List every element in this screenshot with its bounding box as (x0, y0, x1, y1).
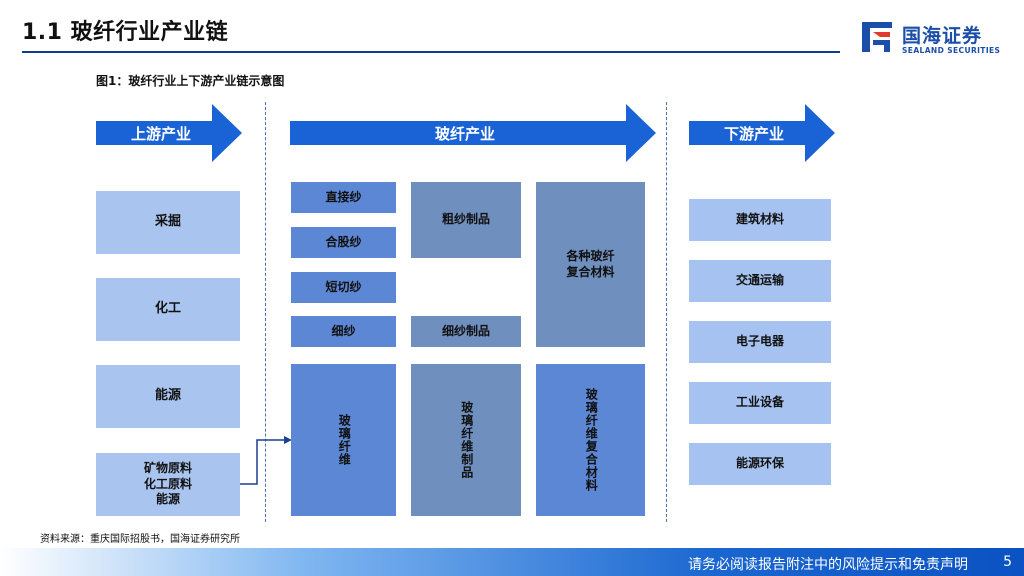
composite-materials-box: 各种玻纤 复合材料 (536, 182, 645, 347)
company-logo: 国海证券 SEALAND SECURITIES (860, 20, 1010, 60)
glass-fiber-box: 玻璃纤维 (291, 364, 396, 516)
title-divider (22, 51, 840, 53)
glass-fiber-composite-box: 玻璃纤维复合材料 (536, 364, 645, 516)
midstream-label: 玻纤产业 (434, 124, 495, 143)
arrow-shape-icon (689, 104, 835, 162)
footer-bar: 请务必阅读报告附注中的风险提示和免责声明 5 (0, 548, 1024, 576)
downstream-item-transport: 交通运输 (689, 260, 831, 302)
roving-products: 粗纱制品 (411, 182, 521, 258)
figure-caption: 图1：玻纤行业上下游产业链示意图 (96, 74, 285, 88)
logo-english-name: SEALAND SECURITIES (902, 46, 1001, 55)
yarn-chopped: 短切纱 (291, 272, 396, 303)
upstream-arrow: 上游产业 (96, 104, 242, 162)
upstream-item-mining: 采掘 (96, 191, 240, 254)
sealand-logo-icon (862, 22, 892, 52)
page-title: 1.1 玻纤行业产业链 (22, 20, 229, 45)
glass-fiber-composite-label: 玻璃纤维复合材料 (584, 388, 599, 492)
upstream-label: 上游产业 (130, 124, 191, 143)
separator-left (265, 102, 266, 522)
glass-fiber-products-box: 玻璃纤维制品 (411, 364, 521, 516)
upstream-item-raw-materials: 矿物原料 化工原料 能源 (96, 453, 240, 516)
page-number: 5 (1003, 554, 1012, 570)
logo-chinese-name: 国海证券 (902, 25, 983, 47)
glass-fiber-label: 玻璃纤维 (337, 414, 352, 466)
disclaimer-link[interactable]: 请务必阅读报告附注中的风险提示和免责声明 (688, 557, 968, 573)
separator-right (666, 102, 667, 522)
downstream-arrow: 下游产业 (689, 104, 835, 162)
yarn-plied: 合股纱 (291, 227, 396, 258)
fine-yarn-products: 细纱制品 (411, 316, 521, 347)
arrow-shape-icon (290, 104, 656, 162)
arrow-shape-icon (96, 104, 242, 162)
midstream-arrow: 玻纤产业 (290, 104, 656, 162)
connector-arrow-icon (240, 436, 292, 485)
source-note: 资料来源：重庆国际招股书，国海证券研究所 (40, 534, 240, 545)
downstream-label: 下游产业 (723, 124, 784, 143)
upstream-item-chemical: 化工 (96, 278, 240, 341)
yarn-direct-roving: 直接纱 (291, 182, 396, 213)
yarn-fine: 细纱 (291, 316, 396, 347)
glass-fiber-products-label: 玻璃纤维制品 (459, 401, 474, 479)
downstream-item-electronics: 电子电器 (689, 321, 831, 363)
downstream-item-construction: 建筑材料 (689, 199, 831, 241)
downstream-item-industrial: 工业设备 (689, 382, 831, 424)
downstream-item-energy-env: 能源环保 (689, 443, 831, 485)
upstream-item-energy: 能源 (96, 365, 240, 428)
